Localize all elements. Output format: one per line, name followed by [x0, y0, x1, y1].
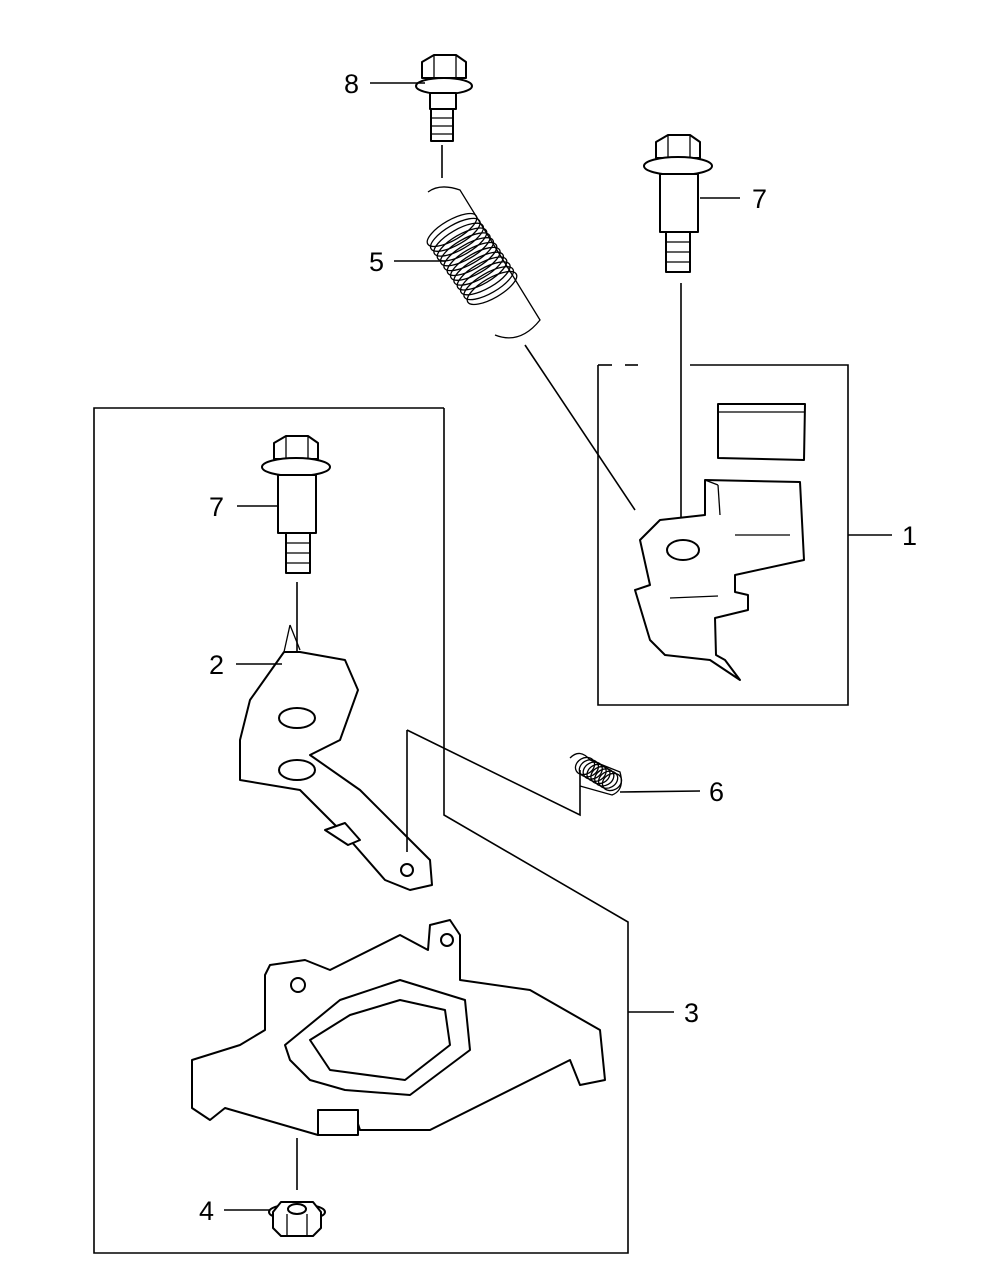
- spring-coil: [429, 217, 481, 252]
- part-7-shoulder-bolt-upper: [643, 134, 713, 540]
- part-3-base-plate: [191, 919, 606, 1190]
- spring-coil: [574, 756, 596, 776]
- spring-coil: [426, 212, 478, 248]
- spring-coil: [443, 237, 495, 272]
- part-6-small-spring: [406, 729, 701, 852]
- spring-coil: [586, 763, 607, 783]
- spring-coil: [456, 256, 508, 291]
- assembly-box-1: [597, 364, 849, 706]
- part-1-bracket: [634, 403, 806, 681]
- spring-coil: [590, 765, 611, 785]
- spring-coil: [463, 266, 515, 301]
- spring-coil: [597, 770, 619, 789]
- callout-3: 3: [684, 998, 699, 1028]
- spring-coil: [449, 246, 501, 281]
- spring-coil: [466, 270, 518, 306]
- part-2-lever: [239, 624, 433, 891]
- spring-coil: [594, 768, 615, 787]
- callout-7-lower: 7: [209, 492, 224, 522]
- spring-coil: [446, 241, 498, 277]
- part-4-flange-nut: [268, 1201, 326, 1237]
- spring-coil: [453, 251, 505, 286]
- spring-coil: [433, 222, 485, 257]
- part-5-coil-spring: [426, 186, 636, 511]
- callout-7-upper: 7: [752, 184, 767, 214]
- callout-2: 2: [209, 650, 224, 680]
- spring-coil: [601, 772, 623, 792]
- callout-5: 5: [369, 247, 384, 277]
- part-7-shoulder-bolt-lower: [261, 435, 331, 702]
- spring-coil: [578, 759, 600, 778]
- callout-4: 4: [199, 1196, 214, 1226]
- spring-coil: [459, 261, 511, 296]
- part-8-flange-bolt: [415, 54, 473, 178]
- spring-coil: [436, 227, 488, 262]
- callout-6: 6: [709, 777, 724, 807]
- spring-coil: [582, 761, 603, 780]
- callout-8: 8: [344, 69, 359, 99]
- callout-1: 1: [902, 521, 917, 551]
- assembly-box-3: [93, 407, 629, 1254]
- spring-coil: [439, 232, 491, 267]
